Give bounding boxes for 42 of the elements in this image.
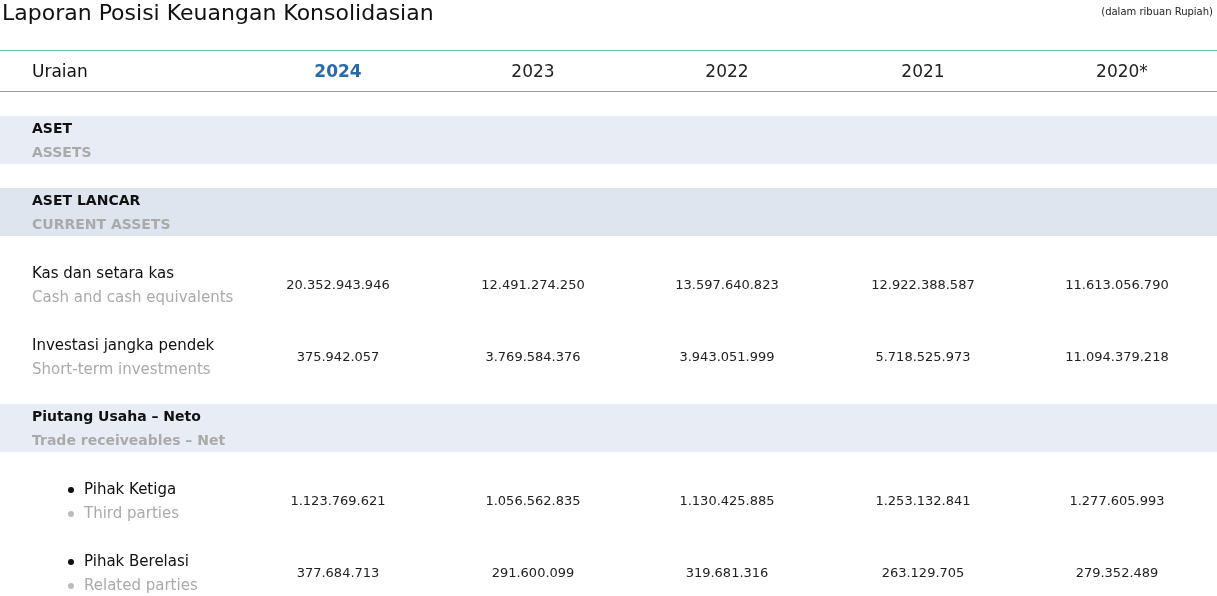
value-cell-text: 20.352.943.946	[285, 277, 391, 292]
value-cell-text: 3.769.584.376	[484, 349, 582, 364]
row-label-translation: Third parties	[84, 504, 179, 522]
section-heading-translation: CURRENT ASSETS	[32, 216, 171, 232]
value-cell-text: 1.123.769.621	[289, 493, 387, 508]
value-cell-text: 1.130.425.885	[678, 493, 776, 508]
value-cell-text: 375.942.057	[295, 349, 381, 364]
row-label-translation: Cash and cash equivalents	[32, 288, 234, 306]
column-header: 2023	[510, 61, 556, 81]
row-label-translation: Short-term investments	[32, 360, 211, 378]
section-heading: ASET LANCAR	[32, 192, 141, 208]
value-cell-text: 1.056.562.835	[484, 493, 582, 508]
column-header: 2022	[704, 61, 750, 81]
row-label: Pihak Ketiga	[84, 480, 177, 498]
row-label: Investasi jangka pendek	[32, 336, 215, 354]
column-header: 2024	[313, 61, 363, 81]
value-cell-text: 1.253.132.841	[874, 493, 972, 508]
value-cell-text: 1.277.605.993	[1068, 493, 1166, 508]
unit-note: (dalam ribuan Rupiah)	[1101, 6, 1213, 17]
value-cell-text: 263.129.705	[880, 565, 966, 580]
row-label: Pihak Berelasi	[84, 552, 189, 570]
value-cell-text: 11.613.056.790	[1064, 277, 1170, 292]
value-cell-text: 5.718.525.973	[874, 349, 972, 364]
value-cell-text: 12.922.388.587	[870, 277, 976, 292]
column-header: 2021	[900, 61, 946, 81]
row-label-translation: Related parties	[84, 576, 198, 594]
value-cell-text: 291.600.099	[490, 565, 576, 580]
value-cell-text: 13.597.640.823	[674, 277, 780, 292]
value-cell-text: 3.943.051.999	[678, 349, 776, 364]
page-title: Laporan Posisi Keuangan Konsolidasian	[2, 0, 434, 25]
row-label: Kas dan setara kas	[32, 264, 174, 282]
value-cell-text: 319.681.316	[684, 565, 770, 580]
section-heading: ASET	[32, 120, 73, 136]
value-cell-text: 12.491.274.250	[480, 277, 586, 292]
section-heading-translation: Trade receiveables – Net	[32, 432, 226, 448]
column-header: 2020*	[1095, 61, 1149, 81]
column-header: Uraian	[32, 61, 88, 81]
value-cell-text: 377.684.713	[295, 565, 381, 580]
section-heading-translation: ASSETS	[32, 144, 92, 160]
value-cell-text: 11.094.379.218	[1064, 349, 1170, 364]
section-heading: Piutang Usaha – Neto	[32, 408, 201, 424]
value-cell-text: 279.352.489	[1074, 565, 1160, 580]
